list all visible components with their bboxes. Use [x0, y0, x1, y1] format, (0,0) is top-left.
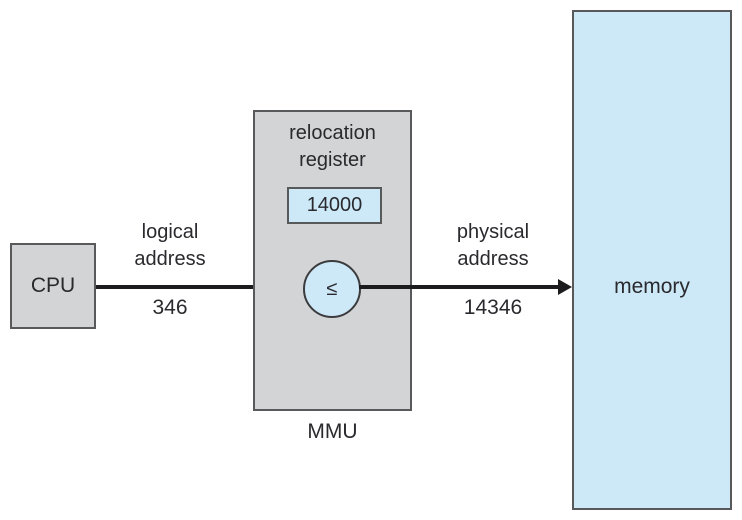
logical-address-label: logical address — [134, 221, 206, 270]
cpu-label: CPU — [30, 274, 76, 297]
relocation-register-title: relocation register — [289, 122, 376, 171]
arrowhead-icon — [558, 279, 572, 295]
physical-address-arrow — [359, 285, 559, 289]
relocation-register-value: 14000 — [306, 194, 363, 216]
cpu-box: CPU — [10, 243, 96, 329]
relocation-register-value-box: 14000 — [287, 187, 382, 224]
mmu-label: MMU — [307, 420, 358, 443]
logical-address-value: 346 — [152, 296, 188, 319]
physical-address-value: 14346 — [463, 296, 523, 319]
operator-circle: ≤ — [303, 260, 361, 318]
physical-address-label: physical address — [456, 221, 530, 270]
mmu-box: relocation register 14000 ≤ — [253, 110, 412, 411]
memory-label: memory — [614, 275, 690, 298]
logical-address-arrow — [96, 285, 290, 289]
memory-box: memory — [572, 10, 732, 510]
less-or-equal-operator-icon: ≤ — [326, 277, 338, 300]
